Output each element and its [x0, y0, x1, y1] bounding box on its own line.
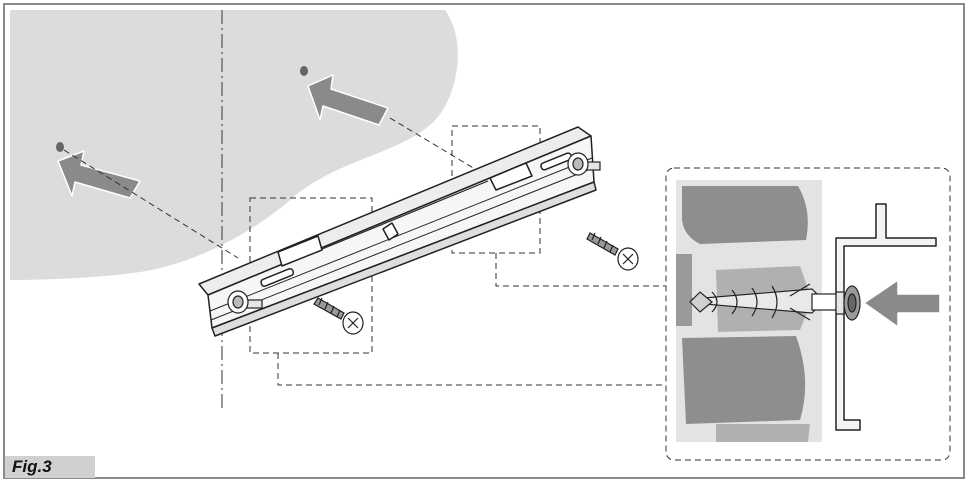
screw-icon — [313, 297, 364, 335]
drill-hole-icon — [56, 142, 64, 152]
wall-surface — [10, 10, 458, 280]
direction-arrow-icon — [307, 74, 389, 126]
alignment-line — [63, 149, 239, 259]
connector-line — [495, 253, 666, 287]
masonry-stone — [716, 424, 810, 442]
direction-arrow-icon — [57, 150, 141, 199]
bracket-icon — [198, 126, 597, 337]
masonry-stone — [676, 254, 692, 326]
detail-inset — [665, 167, 951, 461]
figure-label: Fig.3 — [5, 456, 95, 478]
figure-frame — [3, 3, 965, 479]
masonry-stone — [682, 186, 808, 244]
zoom-box-left — [249, 197, 373, 354]
bracket-profile — [835, 203, 937, 431]
screw-icon — [567, 152, 601, 176]
connector-line — [277, 353, 666, 386]
screw-icon — [835, 285, 861, 321]
screw-icon — [227, 290, 263, 314]
wall-plug-icon — [689, 283, 837, 321]
direction-arrow-icon — [863, 279, 941, 328]
masonry-stone — [682, 336, 806, 424]
screw-icon — [586, 232, 639, 271]
drill-hole-icon — [300, 66, 308, 76]
